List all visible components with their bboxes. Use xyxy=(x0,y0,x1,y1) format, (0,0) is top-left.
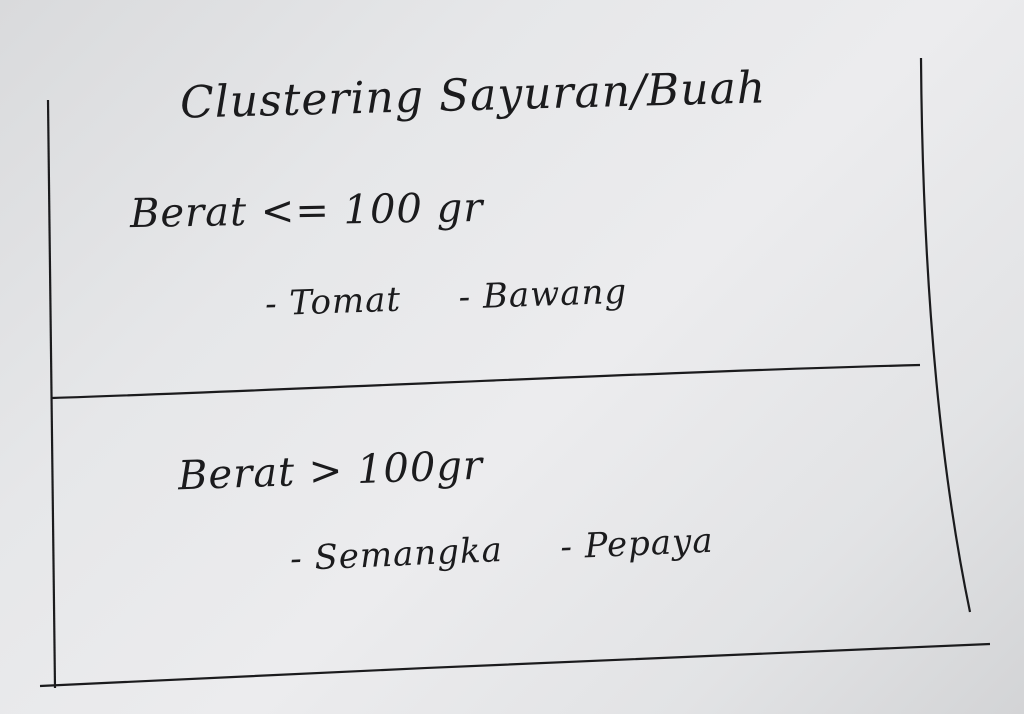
list-item: Semangka xyxy=(313,529,504,579)
list-item: Pepaya xyxy=(583,520,715,567)
left-border-line xyxy=(46,99,57,689)
bullet: - xyxy=(559,526,574,568)
divider-line xyxy=(51,363,921,400)
bullet: - xyxy=(457,277,472,318)
bottom-border-line xyxy=(39,642,991,688)
bullet: - xyxy=(264,283,279,325)
group-1-condition: Berat <= 100 gr xyxy=(129,184,484,238)
list-item: Bawang xyxy=(482,271,628,317)
bullet: - xyxy=(289,538,304,580)
list-item: Tomat xyxy=(288,279,402,324)
right-border-line xyxy=(919,57,972,613)
